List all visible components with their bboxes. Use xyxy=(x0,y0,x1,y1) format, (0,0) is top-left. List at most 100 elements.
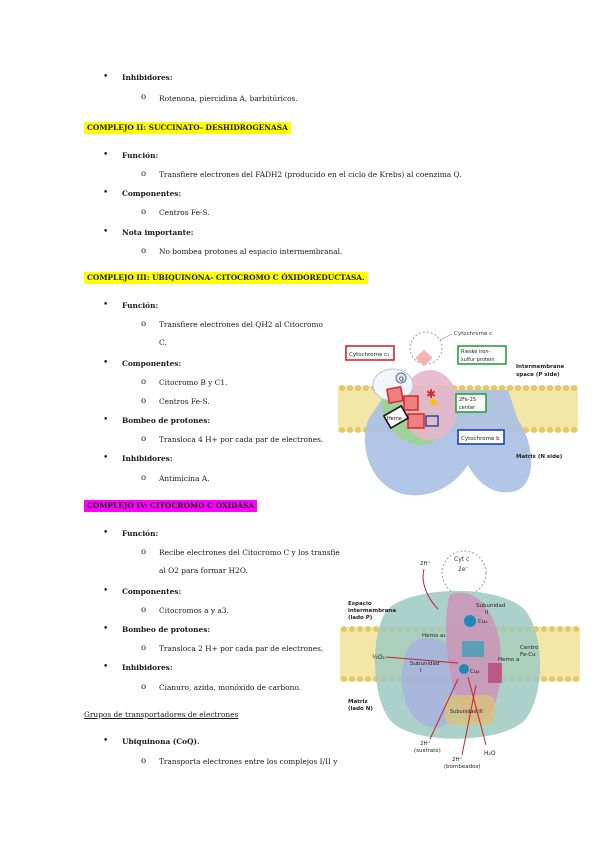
complex3-function-text-1: Transfiere electrones del QH2 al Citocro… xyxy=(159,320,323,329)
heme-box-blue xyxy=(425,415,439,427)
complex3-components-label: Componentes: xyxy=(122,359,182,368)
circle-bullet-icon: o xyxy=(141,92,147,102)
espacio-label-3: (lado P) xyxy=(348,615,373,621)
iron-sulfur-dot-icon: ● xyxy=(430,397,437,406)
matrix-label: Matrix (N side) xyxy=(516,454,563,460)
complex2-function-text: Transfiere electrones del FADH2 (produci… xyxy=(159,170,462,179)
circle-bullet-icon: o xyxy=(141,396,147,406)
cytochrome-c1-box xyxy=(345,345,395,361)
complex3-components-2: Centros Fe-S. xyxy=(159,397,210,406)
rieske-label-2: sulfur protein xyxy=(461,357,495,363)
circle-bullet-icon: o xyxy=(141,643,147,653)
subunit3-label: Subunidad III xyxy=(450,709,483,715)
bullet-icon: • xyxy=(103,300,109,310)
cytochrome-c1-label: Cytochrome c₁ xyxy=(349,352,389,358)
circle-bullet-icon: o xyxy=(141,605,147,615)
complex4-inhibitors-text: Cianuro, azida, monóxido de carbono. xyxy=(159,683,301,692)
bullet-icon: • xyxy=(103,453,109,463)
circle-bullet-icon: o xyxy=(141,756,147,766)
h-substrate-label-1: 2H⁺ xyxy=(420,740,431,747)
complex3-inhibitors-label: Inhibidores: xyxy=(122,454,173,463)
cytochrome-c-label: Cytochrome c xyxy=(454,331,492,337)
circle-bullet-icon: o xyxy=(141,246,147,256)
intermembrane-label-1: Intermembrane xyxy=(516,364,565,370)
heme-label: Heme xyxy=(387,416,402,422)
bullet-icon: • xyxy=(103,188,109,198)
ubiquinone-text: Transporta electrones entre los complejo… xyxy=(159,757,351,766)
hemo-a-label: Hemo a xyxy=(498,657,519,663)
circle-bullet-icon: o xyxy=(141,434,147,444)
complex2-function-label: Función: xyxy=(122,151,159,160)
complex4-figure: Cyt c 2e⁻ Espacio intermembrana (lado P)… xyxy=(340,545,580,785)
complex3-components-1: Citocromo B y C1. xyxy=(159,378,228,387)
hemo-a-icon xyxy=(488,663,502,683)
matriz-label-2: (lado N) xyxy=(348,706,373,712)
h-top-label: 2H⁺ xyxy=(420,560,431,567)
espacio-label-1: Espacio xyxy=(348,601,372,607)
o2-label: ½O₂ xyxy=(372,654,386,661)
h-substrate-label-2: (sustrato) xyxy=(414,748,441,754)
bullet-icon: • xyxy=(103,150,109,160)
subunit2-label-2: II xyxy=(485,610,489,616)
complex3-function-text-2: C. xyxy=(159,338,167,347)
complex2-note-text: No bombea protones al espacio intermembr… xyxy=(159,247,343,256)
ubiquinone-label: Ubiquinona (CoQ). xyxy=(122,737,200,746)
intermembrane-label-2: space (P side) xyxy=(516,372,560,378)
complex4-pump-label: Bombeo de protones: xyxy=(122,625,211,634)
cyt-c-outline xyxy=(441,550,487,596)
matriz-label-1: Matriz xyxy=(348,699,368,705)
h-pumped-label-1: 2H⁺ xyxy=(452,756,463,763)
cyt-c-label: Cyt c xyxy=(454,556,469,563)
fes-center-box xyxy=(455,393,487,413)
complex3-pump-text: Transloca 4 H+ por cada par de electrone… xyxy=(159,435,324,444)
complex4-function-text-2: al O2 para formar H2O. xyxy=(159,566,248,575)
subunit1-label-2: I xyxy=(420,668,422,674)
inhibitors-item: Rotenona, piercidina A, barbitúricos. xyxy=(159,94,298,103)
rieske-box xyxy=(457,345,507,365)
centro-label-1: Centro xyxy=(520,645,539,651)
complex4-components-text: Citocromos a y a3. xyxy=(159,606,229,615)
complex2-title: COMPLEJO II: SUCCINATO- DESHIDROGENASA xyxy=(84,122,291,134)
heme-box-red xyxy=(386,386,404,404)
heme-box-red-3 xyxy=(407,413,425,429)
cub-label: Cuᵦ xyxy=(470,669,480,675)
complex3-figure: Q Cytochrome c Cytochrome c₁ ✱ ● Heme Ri… xyxy=(338,330,578,500)
circle-bullet-icon: o xyxy=(141,547,147,557)
bullet-icon: • xyxy=(103,624,109,634)
heme-box-black xyxy=(382,404,410,430)
complex4-inhibitors-label: Inhibidores: xyxy=(122,663,173,672)
cyt-c-electrons-label: 2e⁻ xyxy=(458,566,469,573)
circle-bullet-icon: o xyxy=(141,473,147,483)
espacio-label-2: intermembrana xyxy=(348,608,396,614)
bullet-icon: • xyxy=(103,586,109,596)
rieske-label-1: Rieske iron- xyxy=(461,349,490,355)
h-pumped-label-2: (bombeados) xyxy=(444,764,480,770)
bullet-icon: • xyxy=(103,415,109,425)
bullet-icon: • xyxy=(103,358,109,368)
fes-label-2: center xyxy=(459,405,476,411)
cytochrome-b-label: Cytochrome b xyxy=(461,436,500,442)
bullet-icon: • xyxy=(103,736,109,746)
iron-sulfur-star-icon: ✱ xyxy=(426,387,436,401)
bullet-icon: • xyxy=(103,72,109,82)
centro-label-2: Fe-Cu xyxy=(520,652,536,658)
complex2-note-label: Nota importante: xyxy=(122,228,194,237)
q-icon xyxy=(395,372,407,384)
complex4-components-label: Componentes: xyxy=(122,587,182,596)
circle-bullet-icon: o xyxy=(141,169,147,179)
subunit1-label-1: Subunidad xyxy=(410,661,439,667)
cytochrome-b-box xyxy=(457,429,505,445)
complex4-function-text-1: Recibe electrones del Citocromo C y los … xyxy=(159,548,348,557)
hemo-a3-label: Hemo a₃ xyxy=(422,633,446,639)
h2o-label: H₂O xyxy=(484,750,496,757)
complex3-pump-label: Bombeo de protones: xyxy=(122,416,211,425)
complex3-title: COMPLEJO III: UBIQUINONA- CITOCROMO C ÓX… xyxy=(84,272,368,284)
subunit-2 xyxy=(446,592,501,722)
bullet-icon: • xyxy=(103,227,109,237)
complex3-inhibitors-text: Antimicina A. xyxy=(159,474,210,483)
circle-bullet-icon: o xyxy=(141,207,147,217)
complex4-pump-text: Transloca 2 H+ por cada par de electrone… xyxy=(159,644,324,653)
cub-center-icon xyxy=(459,664,469,674)
hemo-a3-icon xyxy=(462,641,484,657)
cua-center-icon xyxy=(464,615,476,627)
